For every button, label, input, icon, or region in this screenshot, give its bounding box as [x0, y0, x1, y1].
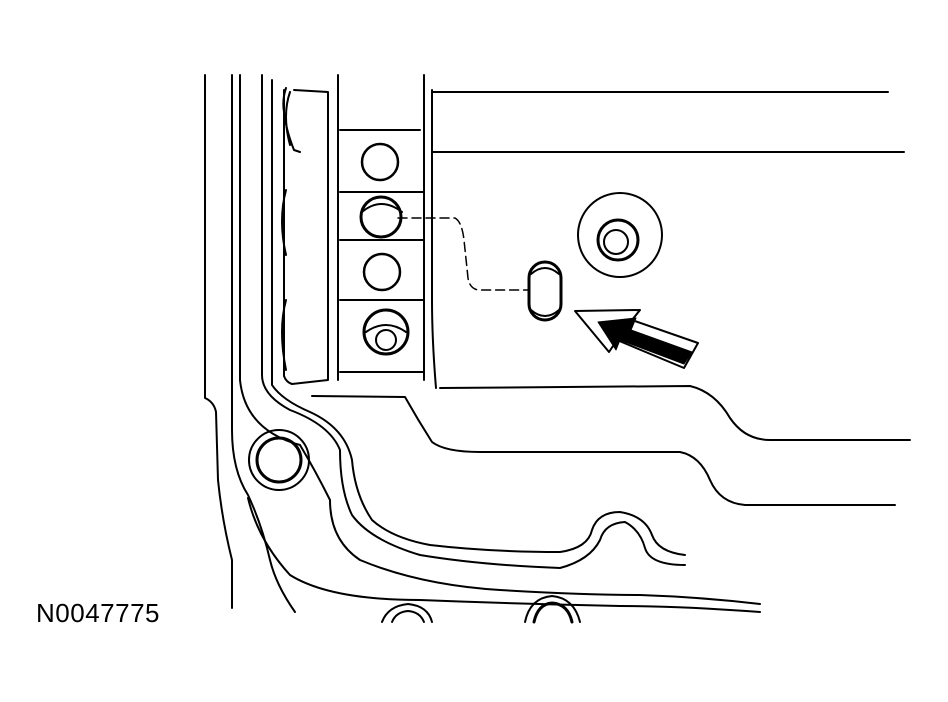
step-contour-upper	[439, 385, 911, 441]
case-outline-lower	[247, 497, 761, 613]
case-bolt-boss	[248, 429, 310, 491]
pointer-arrow-fill	[597, 317, 693, 365]
case-outline-fourth	[261, 74, 686, 569]
plate-hole-4-inner	[375, 329, 397, 351]
figure-id-label: N0047775	[36, 598, 160, 628]
case-outer-contours	[204, 74, 761, 613]
plate-scallop-1	[281, 189, 287, 256]
bottom-boss-right	[524, 595, 581, 623]
plate-flange	[283, 89, 329, 385]
check-ball-capsule-outline	[527, 260, 563, 322]
bore-boss-middle	[596, 218, 640, 262]
bore-boss-inner	[603, 229, 629, 255]
plate-hole-1	[360, 142, 400, 182]
case-bolt-boss-outer	[248, 429, 310, 491]
check-ball-capsule-top	[530, 267, 560, 275]
leader-dashed-line	[397, 217, 529, 291]
bottom-partial-bosses	[381, 595, 581, 624]
bottom-boss-left	[381, 603, 433, 623]
plate-scallop-3	[285, 91, 291, 146]
case-outline-fifth	[271, 79, 686, 556]
case-outline-outer	[204, 74, 233, 609]
plate-scallop-2	[281, 299, 287, 371]
pointer-arrow	[574, 309, 699, 369]
case-bolt-boss-hole	[255, 436, 303, 484]
step-contour-lower	[311, 395, 896, 506]
plate-hole-4-seat	[365, 324, 407, 333]
plate-hole-2	[359, 195, 403, 239]
plate-hole-2-seat	[361, 203, 403, 213]
bore-boss-outer	[577, 192, 663, 278]
bottom-boss-right-inner	[532, 601, 574, 624]
valve-body-plate	[281, 74, 437, 389]
plate-hole-3	[362, 252, 402, 292]
bottom-boss-left-inner	[391, 610, 425, 623]
bore-boss	[577, 192, 663, 278]
plate-right-edge-taper	[431, 89, 437, 389]
check-ball-capsule-bottom	[530, 309, 560, 317]
case-outline-third	[239, 74, 761, 605]
check-ball-capsule	[527, 260, 563, 322]
lower-step-contours	[311, 385, 911, 506]
upper-housing-lines	[431, 91, 905, 153]
case-outline-second	[231, 74, 296, 613]
plate-hole-4	[362, 308, 410, 356]
